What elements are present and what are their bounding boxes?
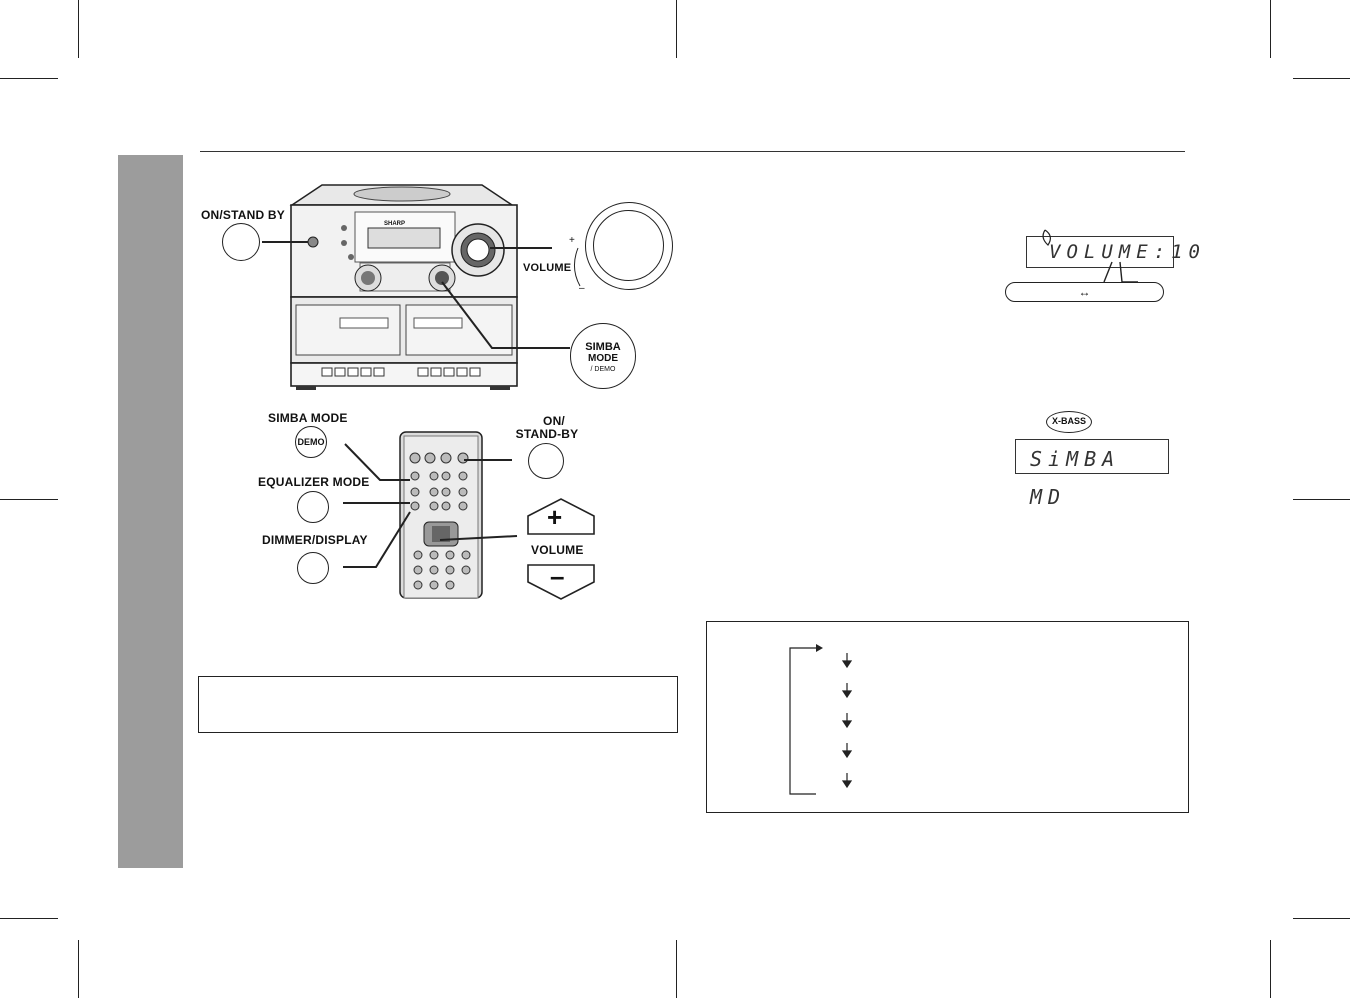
on-stand-by-label: ON/STAND BY: [201, 208, 285, 222]
remote-equalizer-button[interactable]: [297, 491, 329, 523]
header-rule: [200, 151, 1185, 152]
volume-knob-inner: [593, 210, 664, 281]
section-tab: [118, 155, 183, 868]
remote-on-stand-by-button[interactable]: [528, 443, 564, 479]
remote-volume-minus-button[interactable]: –: [550, 561, 565, 591]
remote-demo-button[interactable]: DEMO: [295, 426, 327, 458]
remote-equalizer-mode-label: EQUALIZER MODE: [258, 475, 370, 489]
remote-simba-mode-label: SIMBA MODE: [268, 411, 348, 425]
demo-text: DEMO: [297, 437, 325, 447]
range-arrow: ↔: [1078, 285, 1091, 299]
simba-mode-button[interactable]: SIMBA MODE / DEMO: [570, 323, 636, 389]
mode-label: MODE: [588, 353, 618, 364]
simba-lcd: SiMBA MD: [1015, 439, 1169, 509]
x-bass-badge: X-BASS: [1046, 411, 1092, 433]
remote-dimmer-button[interactable]: [297, 552, 329, 584]
demo-label: / DEMO: [590, 366, 616, 373]
sequence-box: [706, 621, 1189, 813]
crop-mark: [676, 0, 677, 58]
remote-stand-by-label: STAND-BY: [515, 427, 579, 441]
remote-volume-label: VOLUME: [531, 543, 584, 557]
volume-knob[interactable]: [585, 202, 673, 290]
crop-mark: [78, 940, 79, 998]
crop-mark: [78, 0, 79, 58]
crop-mark: [1270, 0, 1271, 58]
crop-mark: [1293, 918, 1350, 919]
note-box: [198, 676, 678, 733]
crop-mark: [1293, 78, 1350, 79]
volume-minus-mark: –: [579, 283, 585, 294]
on-stand-by-button[interactable]: [222, 223, 260, 261]
remote-on-stand-by-label: ON/ STAND-BY: [516, 414, 580, 441]
volume-label: VOLUME: [523, 262, 572, 274]
crop-mark: [0, 918, 58, 919]
brand-logo: SHARP: [384, 221, 406, 227]
volume-range-pill: ↔: [1005, 282, 1164, 302]
remote-on-label: ON/: [543, 414, 565, 428]
remote-volume-plus-button[interactable]: +: [547, 502, 563, 532]
remote-dimmer-display-label: DIMMER/DISPLAY: [262, 533, 368, 547]
volume-plus-mark: +: [569, 235, 575, 246]
crop-mark: [0, 78, 58, 79]
volume-lcd: VOLUME:10: [1026, 236, 1200, 268]
x-bass-text: X-BASS: [1051, 416, 1086, 426]
crop-mark: [1293, 499, 1350, 500]
crop-mark: [676, 940, 677, 998]
crop-mark: [1270, 940, 1271, 998]
crop-mark: [0, 499, 58, 500]
simba-label: SIMBA: [585, 341, 621, 353]
